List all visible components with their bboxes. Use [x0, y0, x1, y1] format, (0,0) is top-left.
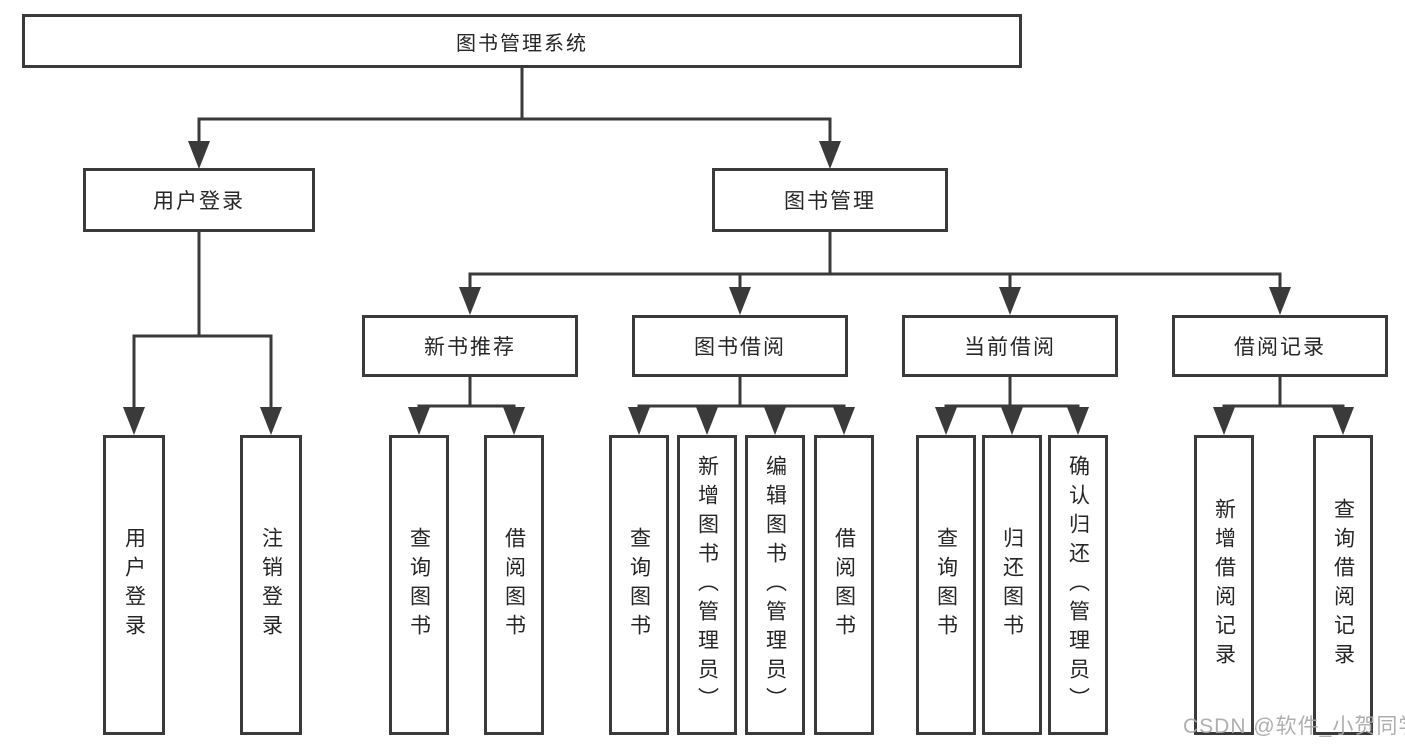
- leaf-edit-book-admin: 编辑图书（管理员）: [745, 435, 805, 735]
- arrowhead: [1067, 407, 1089, 435]
- arrowhead: [260, 407, 282, 435]
- leaf-confirm-return-admin-label: 确认归还（管理员）: [1066, 454, 1090, 716]
- leaf-borrow-book-label: 借阅图书: [832, 527, 856, 643]
- node-book-borrowing-label: 图书借阅: [694, 336, 786, 359]
- node-new-book-recommend-label: 新书推荐: [424, 336, 516, 359]
- leaf-borrow-book: 借阅图书: [814, 435, 874, 735]
- node-current-borrowing-label: 当前借阅: [964, 336, 1056, 359]
- leaf-add-book-admin: 新增图书（管理员）: [677, 435, 737, 735]
- leaf-query-book-borrowing-label: 查询图书: [627, 527, 651, 643]
- leaf-add-borrow-record-label: 新增借阅记录: [1212, 498, 1236, 672]
- leaf-query-book-current-label: 查询图书: [934, 527, 958, 643]
- leaf-query-book-recommend: 查询图书: [389, 435, 449, 735]
- leaf-add-book-admin-label: 新增图书（管理员）: [695, 454, 719, 716]
- leaf-borrow-book-recommend-label: 借阅图书: [502, 527, 526, 643]
- leaf-return-book-label: 归还图书: [1000, 527, 1024, 643]
- leaf-query-book-recommend-label: 查询图书: [407, 527, 431, 643]
- leaf-logout: 注销登录: [240, 435, 302, 735]
- node-root: 图书管理系统: [22, 14, 1022, 68]
- node-book-borrowing: 图书借阅: [632, 315, 848, 377]
- node-borrow-records-label: 借阅记录: [1234, 336, 1326, 359]
- arrowhead: [1332, 407, 1354, 435]
- arrowhead: [729, 287, 751, 315]
- arrowhead: [408, 407, 430, 435]
- leaf-borrow-book-recommend: 借阅图书: [484, 435, 544, 735]
- leaf-query-book-current: 查询图书: [916, 435, 976, 735]
- leaf-user-login: 用户登录: [103, 435, 165, 735]
- leaf-edit-book-admin-label: 编辑图书（管理员）: [763, 454, 787, 716]
- watermark: CSDN @软件_小贺同学: [1183, 715, 1405, 738]
- arrowhead: [459, 287, 481, 315]
- arrowhead: [833, 407, 855, 435]
- leaf-query-borrow-record: 查询借阅记录: [1313, 435, 1373, 735]
- connector-book-borrowing-to-leaves: [628, 377, 855, 435]
- arrowhead: [696, 407, 718, 435]
- node-new-book-recommend: 新书推荐: [362, 315, 578, 377]
- arrowhead: [628, 407, 650, 435]
- arrowhead: [819, 141, 841, 169]
- connector-book-management-to-level3: [459, 232, 1291, 315]
- arrowhead: [935, 407, 957, 435]
- arrowhead: [188, 141, 210, 169]
- node-book-management: 图书管理: [712, 168, 948, 232]
- node-user-login: 用户登录: [83, 168, 315, 232]
- arrowhead: [503, 407, 525, 435]
- connector-root-to-level2: [188, 68, 841, 169]
- node-book-management-label: 图书管理: [784, 190, 876, 213]
- node-current-borrowing: 当前借阅: [902, 315, 1118, 377]
- node-user-login-label: 用户登录: [153, 190, 245, 213]
- arrowhead: [123, 407, 145, 435]
- connector-new-book-recommend-to-leaves: [408, 377, 525, 435]
- arrowhead: [999, 287, 1021, 315]
- arrowhead: [1001, 407, 1023, 435]
- leaf-confirm-return-admin: 确认归还（管理员）: [1048, 435, 1108, 735]
- leaf-user-login-label: 用户登录: [122, 527, 146, 643]
- node-borrow-records: 借阅记录: [1172, 315, 1388, 377]
- node-root-label: 图书管理系统: [456, 32, 588, 55]
- leaf-return-book: 归还图书: [982, 435, 1042, 735]
- connector-borrow-records-to-leaves: [1213, 377, 1354, 435]
- leaf-query-borrow-record-label: 查询借阅记录: [1331, 498, 1355, 672]
- leaf-logout-label: 注销登录: [259, 527, 283, 643]
- connector-current-borrowing-to-leaves: [935, 377, 1089, 435]
- connector-user-login-to-leaves: [123, 232, 282, 435]
- arrowhead: [1269, 287, 1291, 315]
- leaf-add-borrow-record: 新增借阅记录: [1194, 435, 1254, 735]
- arrowhead: [764, 407, 786, 435]
- arrowhead: [1213, 407, 1235, 435]
- leaf-query-book-borrowing: 查询图书: [609, 435, 669, 735]
